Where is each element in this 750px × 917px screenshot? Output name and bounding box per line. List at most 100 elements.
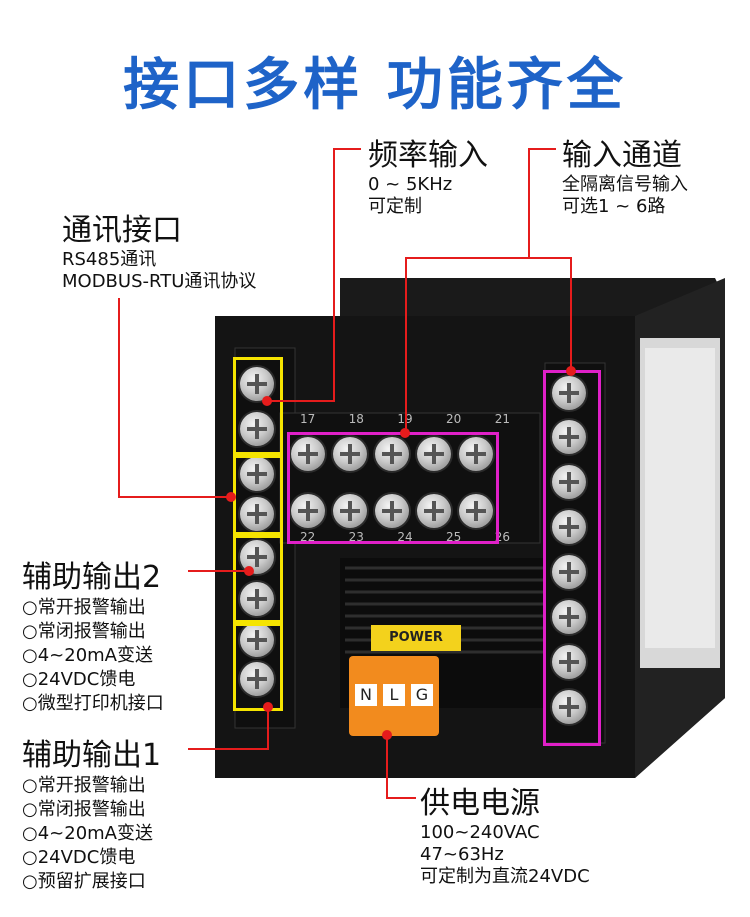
- power-supply-heading: 供电电源: [420, 786, 540, 821]
- terminal-screw: [240, 582, 274, 616]
- terminal-label: 22: [300, 530, 316, 544]
- terminal-label: 17: [300, 412, 316, 426]
- terminal-screw: [552, 600, 586, 634]
- frequency-input-range: 0 ~ 5KHz: [368, 174, 453, 195]
- connector-label: L: [383, 684, 405, 706]
- list-item: ○4~20mA变送: [22, 645, 153, 666]
- terminal-screw: [552, 465, 586, 499]
- comm-terminal-highlight: [233, 357, 283, 458]
- terminal-screw: [552, 510, 586, 544]
- callout-line: [528, 148, 556, 150]
- terminal-label: 21: [494, 412, 510, 426]
- terminal-label: 18: [348, 412, 364, 426]
- list-item: ○预留扩展接口: [22, 871, 146, 892]
- terminal-screw: [375, 494, 409, 528]
- terminal-screw: [459, 437, 493, 471]
- callout-dot: [566, 366, 576, 376]
- bottom-terminal-numbers: 22 23 24 25 26: [300, 530, 510, 544]
- callout-dot: [262, 396, 272, 406]
- power-supply-note: 可定制为直流24VDC: [420, 866, 590, 887]
- connector-label: N: [355, 684, 377, 706]
- terminal-screw: [417, 437, 451, 471]
- power-connector: N L G: [349, 656, 439, 736]
- terminal-screw: [459, 494, 493, 528]
- top-terminal-numbers: 17 18 19 20 21: [300, 412, 510, 426]
- callout-dot: [382, 730, 392, 740]
- terminal-screw: [291, 494, 325, 528]
- comm-interface-line1: RS485通讯: [62, 249, 157, 270]
- terminal-screw: [240, 662, 274, 696]
- terminal-label: 24: [397, 530, 413, 544]
- page-title: 接口多样 功能齐全: [123, 53, 627, 118]
- aux-output-2-callout: 辅助输出2 ○常开报警输出 ○常闭报警输出 ○4~20mA变送 ○24VDC馈电…: [22, 552, 164, 716]
- callout-line: [188, 748, 268, 750]
- terminal-screw: [375, 437, 409, 471]
- callout-line: [188, 570, 250, 572]
- callout-line: [405, 257, 572, 259]
- callout-line: [118, 496, 230, 498]
- terminal-screw: [552, 376, 586, 410]
- input-terminal-highlight: [543, 370, 601, 746]
- callout-line: [333, 148, 335, 402]
- callout-line: [333, 148, 361, 150]
- power-supply-callout: 供电电源 100~240VAC 47~63Hz 可定制为直流24VDC: [420, 778, 590, 888]
- terminal-label: 25: [446, 530, 462, 544]
- frequency-input-callout: 频率输入 0 ~ 5KHz 可定制: [368, 130, 488, 218]
- input-channel-callout: 输入通道 全隔离信号输入 可选1 ~ 6路: [562, 130, 688, 218]
- input-channel-line1: 全隔离信号输入: [562, 174, 688, 195]
- terminal-highlight: [233, 452, 283, 538]
- list-item: ○微型打印机接口: [22, 693, 164, 714]
- power-supply-frequency: 47~63Hz: [420, 844, 504, 865]
- callout-dot: [400, 428, 410, 438]
- callout-line: [267, 400, 335, 402]
- callout-line: [570, 257, 572, 369]
- list-item: ○4~20mA变送: [22, 823, 153, 844]
- comm-interface-callout: 通讯接口 RS485通讯 MODBUS-RTU通讯协议: [62, 205, 256, 293]
- aux1-terminal-highlight: [233, 620, 283, 711]
- frequency-input-note: 可定制: [368, 196, 422, 217]
- callout-dot: [244, 566, 254, 576]
- list-item: ○常开报警输出: [22, 597, 146, 618]
- comm-interface-heading: 通讯接口: [62, 213, 182, 248]
- comm-interface-line2: MODBUS-RTU通讯协议: [62, 271, 257, 292]
- aux-output-1-callout: 辅助输出1 ○常开报警输出 ○常闭报警输出 ○4~20mA变送 ○24VDC馈电…: [22, 730, 161, 894]
- terminal-screw: [240, 457, 274, 491]
- terminal-label: 23: [348, 530, 364, 544]
- input-channel-line2: 可选1 ~ 6路: [562, 196, 666, 217]
- aux2-terminal-highlight: [233, 532, 283, 626]
- callout-line: [386, 797, 416, 799]
- callout-dot: [263, 702, 273, 712]
- terminal-label: 20: [446, 412, 462, 426]
- terminal-screw: [240, 623, 274, 657]
- list-item: ○常闭报警输出: [22, 799, 146, 820]
- aux-output-2-heading: 辅助输出2: [22, 560, 162, 595]
- terminal-screw: [552, 645, 586, 679]
- list-item: ○常闭报警输出: [22, 621, 146, 642]
- callout-line: [267, 706, 269, 750]
- frequency-input-heading: 频率输入: [368, 138, 488, 173]
- terminal-screw: [333, 437, 367, 471]
- terminal-screw: [552, 555, 586, 589]
- callout-dot: [226, 492, 236, 502]
- terminal-screw: [240, 412, 274, 446]
- terminal-screw: [552, 420, 586, 454]
- terminal-screw: [291, 437, 325, 471]
- input-channel-heading: 输入通道: [562, 138, 682, 173]
- connector-label: G: [411, 684, 433, 706]
- terminal-screw: [240, 497, 274, 531]
- callout-line: [386, 735, 388, 799]
- aux-output-1-heading: 辅助输出1: [22, 738, 162, 773]
- terminal-screw: [417, 494, 451, 528]
- frequency-terminal-highlight: [287, 432, 499, 544]
- callout-line: [405, 257, 407, 435]
- terminal-label: 19: [397, 412, 412, 426]
- callout-line: [528, 148, 530, 258]
- power-label: POWER: [371, 625, 461, 651]
- list-item: ○24VDC馈电: [22, 847, 136, 868]
- callout-line: [118, 298, 120, 498]
- power-supply-voltage: 100~240VAC: [420, 822, 540, 843]
- terminal-screw: [552, 690, 586, 724]
- list-item: ○常开报警输出: [22, 775, 146, 796]
- list-item: ○24VDC馈电: [22, 669, 136, 690]
- terminal-screw: [240, 367, 274, 401]
